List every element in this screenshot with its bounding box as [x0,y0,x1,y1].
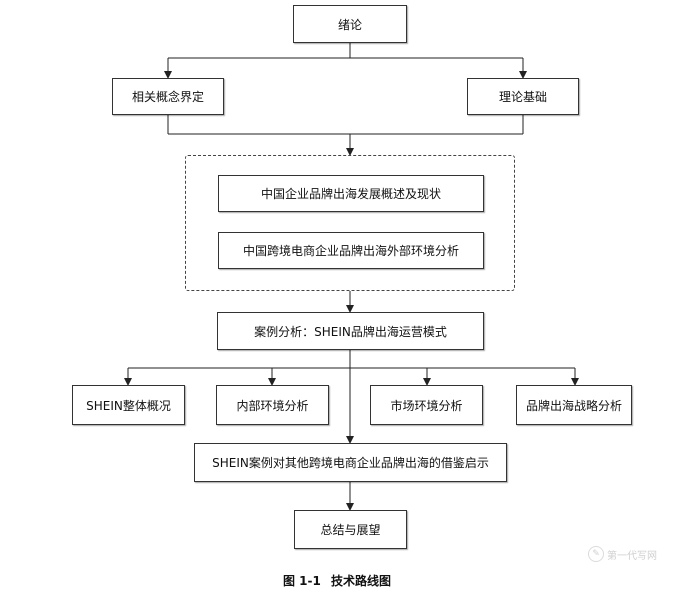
node-theory: 理论基础 [467,78,579,115]
figure-title: 技术路线图 [331,574,392,588]
node-intro: 绪论 [293,5,407,43]
node-case: 案例分析：SHEIN品牌出海运营模式 [217,312,484,350]
watermark: ✎ 第一代写网 [588,544,670,564]
node-shein-overview: SHEIN整体概况 [72,385,185,425]
node-environment: 中国跨境电商企业品牌出海外部环境分析 [218,232,484,269]
node-conclusion: 总结与展望 [294,510,407,549]
node-market: 市场环境分析 [370,385,483,425]
node-implications: SHEIN案例对其他跨境电商企业品牌出海的借鉴启示 [194,443,507,482]
figure-caption: 图 1-1 技术路线图 [0,572,674,589]
watermark-logo-icon: ✎ [588,546,604,562]
watermark-text: 第一代写网 [607,550,657,562]
node-concepts: 相关概念界定 [112,78,224,115]
node-internal: 内部环境分析 [216,385,329,425]
figure-number: 图 1-1 [282,574,321,588]
node-overview: 中国企业品牌出海发展概述及现状 [218,175,484,212]
dashed-group-frame [185,155,515,291]
node-strategy: 品牌出海战略分析 [516,385,632,425]
